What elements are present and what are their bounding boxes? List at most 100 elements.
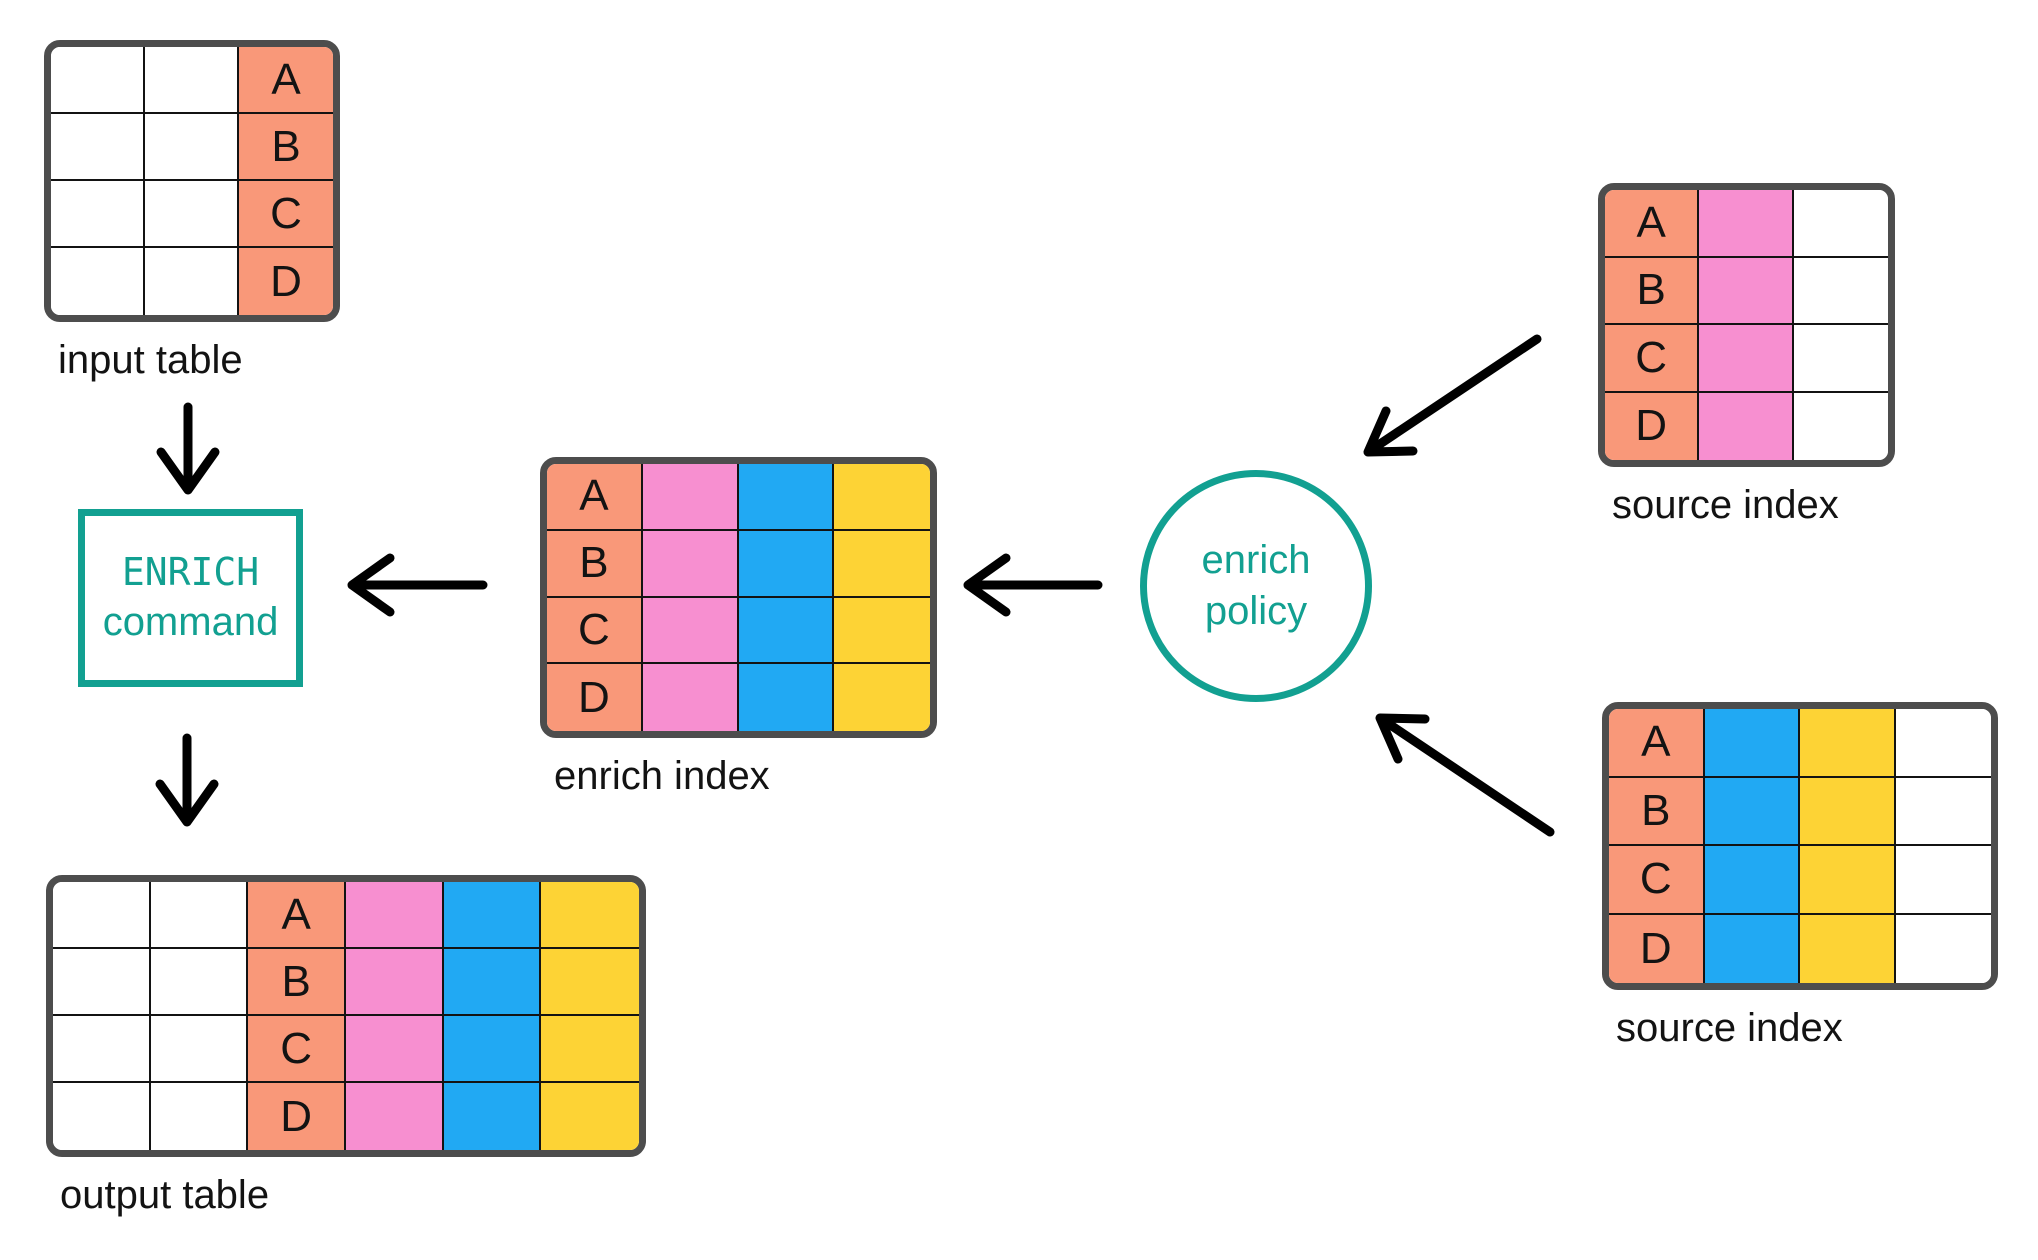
arrow-source-top-to-policy	[1363, 334, 1542, 457]
table-cell	[1704, 846, 1800, 915]
source-index-top-label: source index	[1612, 483, 1839, 527]
table-cell	[1895, 846, 1991, 915]
enrich-command-box: ENRICH command	[78, 509, 303, 687]
table-cell	[1895, 777, 1991, 846]
table-cell	[150, 882, 249, 949]
input-table-label: input table	[58, 338, 243, 382]
table-cell	[345, 1083, 444, 1150]
table-cell	[834, 530, 930, 598]
table-cell	[345, 1016, 444, 1083]
table-cell: C	[248, 1016, 346, 1083]
enrich-policy-circle: enrich policy	[1140, 470, 1372, 702]
table-cell	[1793, 392, 1888, 460]
table-cell	[1800, 777, 1896, 846]
table-cell	[150, 949, 249, 1016]
table-cell	[1895, 914, 1991, 983]
table-cell	[51, 248, 145, 315]
table-cell	[541, 882, 639, 949]
table-cell	[1793, 325, 1888, 393]
table-cell	[1895, 709, 1991, 778]
table-cell	[1793, 257, 1888, 325]
enrich-command-line2: command	[102, 599, 279, 644]
enrich-command-line1: ENRICH	[121, 550, 260, 595]
table-cell	[51, 181, 145, 248]
table-cell	[443, 1016, 542, 1083]
table-cell	[1800, 709, 1896, 778]
output-table-label: output table	[60, 1173, 270, 1217]
table-cell: D	[248, 1083, 346, 1150]
table-cell	[738, 597, 835, 665]
table-cell	[541, 949, 639, 1016]
table-cell: D	[547, 664, 643, 731]
table-cell: B	[248, 949, 346, 1016]
table-cell	[145, 181, 239, 248]
table-cell	[738, 530, 835, 598]
table-cell	[541, 1083, 639, 1150]
table-cell	[834, 464, 930, 531]
table-cell	[738, 464, 835, 531]
table-cell	[51, 114, 145, 181]
table-cell	[145, 47, 239, 114]
table-cell: D	[1609, 914, 1705, 983]
arrow-policy-to-index	[963, 553, 1103, 617]
enrich-policy-line1: enrich	[1201, 537, 1311, 582]
table-cell	[443, 949, 542, 1016]
table-cell	[1699, 257, 1794, 325]
table-cell: B	[239, 114, 333, 181]
table-cell	[834, 664, 930, 731]
table-cell	[345, 949, 444, 1016]
table-cell: C	[547, 597, 643, 665]
arrow-index-to-command	[347, 553, 488, 617]
enrich-index-label: enrich index	[554, 754, 770, 798]
table-cell	[642, 464, 739, 531]
table-cell	[1699, 392, 1794, 460]
table-cell	[1699, 325, 1794, 393]
table-cell	[53, 1016, 151, 1083]
enrich-policy-line2: policy	[1204, 589, 1308, 633]
table-cell	[150, 1016, 249, 1083]
table-cell	[53, 882, 151, 949]
table-cell: B	[1609, 777, 1705, 846]
table-cell: D	[1605, 392, 1700, 460]
table-cell	[145, 114, 239, 181]
table-cell	[53, 1083, 151, 1150]
table-cell	[541, 1016, 639, 1083]
table-cell: C	[1605, 325, 1700, 393]
table-cell	[1699, 190, 1794, 258]
table-cell: A	[239, 47, 333, 114]
source-index-bottom-label: source index	[1616, 1006, 1843, 1050]
table-cell	[53, 949, 151, 1016]
arrow-source-bottom-to-policy	[1375, 713, 1555, 837]
table-cell	[443, 1083, 542, 1150]
table-cell	[738, 664, 835, 731]
arrow-input-to-command	[156, 402, 220, 495]
table-cell	[642, 530, 739, 598]
table-cell	[1704, 709, 1800, 778]
table-cell: A	[248, 882, 346, 949]
table-cell	[145, 248, 239, 315]
table-cell: A	[1609, 709, 1705, 778]
table-cell	[834, 597, 930, 665]
table-cell: C	[239, 181, 333, 248]
table-cell: A	[547, 464, 643, 531]
table-cell	[642, 664, 739, 731]
table-cell	[51, 47, 145, 114]
table-cell	[1704, 777, 1800, 846]
table-cell	[150, 1083, 249, 1150]
table-cell	[1704, 914, 1800, 983]
table-cell: B	[547, 530, 643, 598]
table-cell: D	[239, 248, 333, 315]
table-cell	[1800, 846, 1896, 915]
table-cell: C	[1609, 846, 1705, 915]
table-cell	[345, 882, 444, 949]
table-cell	[443, 882, 542, 949]
table-cell	[1793, 190, 1888, 258]
table-cell	[1800, 914, 1896, 983]
table-cell	[642, 597, 739, 665]
